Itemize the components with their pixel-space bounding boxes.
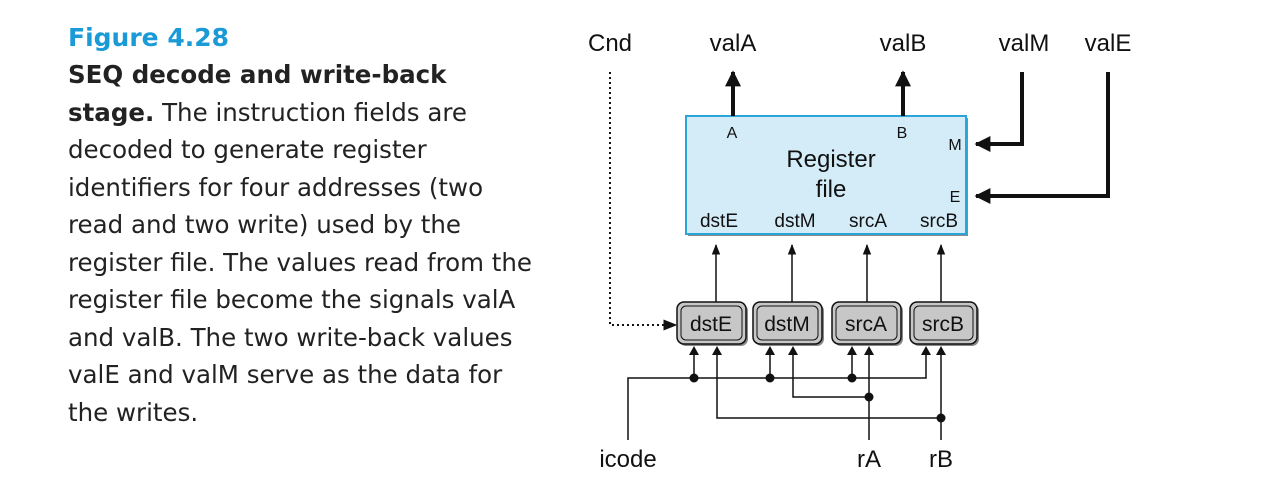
srcb-logic-block: srcB (909, 301, 979, 346)
figure-caption: Figure 4.28 SEQ decode and write-back st… (68, 20, 538, 431)
vala-label: valA (710, 30, 757, 57)
rf-dste-label: dstE (700, 211, 738, 232)
icode-junction-2 (765, 373, 775, 383)
rf-srca-label: srcA (849, 211, 887, 232)
ra-bus-arrows (788, 346, 874, 355)
icode-bus-arrows (689, 346, 931, 355)
caption-body: The instruction fields are decoded to ge… (68, 97, 532, 427)
icode-junction-1 (689, 373, 699, 383)
dstm-block-label: dstM (764, 313, 810, 336)
valm-label: valM (999, 30, 1050, 57)
rb-bus (716, 354, 942, 440)
valb-label: valB (880, 30, 927, 57)
register-file-title-1: Register (786, 146, 875, 173)
ra-junction (864, 392, 874, 402)
figure-number: Figure 4.28 (68, 23, 230, 52)
icode-label: icode (599, 446, 656, 473)
rf-srcb-label: srcB (920, 211, 958, 232)
register-file-box (685, 115, 967, 235)
dste-logic-block: dstE (676, 301, 748, 346)
ra-bus (792, 354, 870, 440)
vale-input-wire (974, 72, 1110, 204)
srcb-block-label: srcB (922, 313, 964, 336)
valm-input-wire (974, 72, 1024, 152)
cnd-label: Cnd (588, 30, 632, 57)
icode-bus (627, 354, 927, 440)
register-file-title-2: file (816, 176, 847, 203)
srca-logic-block: srcA (831, 301, 903, 346)
rf-dstm-label: dstM (774, 211, 815, 232)
caption-text: SEQ decode and write-back stage. The ins… (68, 56, 538, 431)
srca-block-label: srcA (845, 313, 887, 336)
dste-block-label: dstE (690, 313, 732, 336)
rb-bus-arrows (712, 346, 946, 355)
ra-label: rA (857, 446, 881, 473)
cnd-dotted-wire (609, 72, 678, 331)
dstm-logic-block: dstM (752, 301, 824, 346)
icode-junction-3 (847, 373, 857, 383)
port-m-label: M (948, 137, 961, 154)
caption-title: SEQ decode and write-back stage. (68, 60, 447, 127)
port-e-label: E (950, 189, 961, 206)
vale-label: valE (1085, 30, 1132, 57)
rb-label: rB (929, 446, 953, 473)
rb-junction (936, 413, 946, 423)
port-b-label: B (897, 125, 908, 142)
port-a-label: A (727, 125, 738, 142)
